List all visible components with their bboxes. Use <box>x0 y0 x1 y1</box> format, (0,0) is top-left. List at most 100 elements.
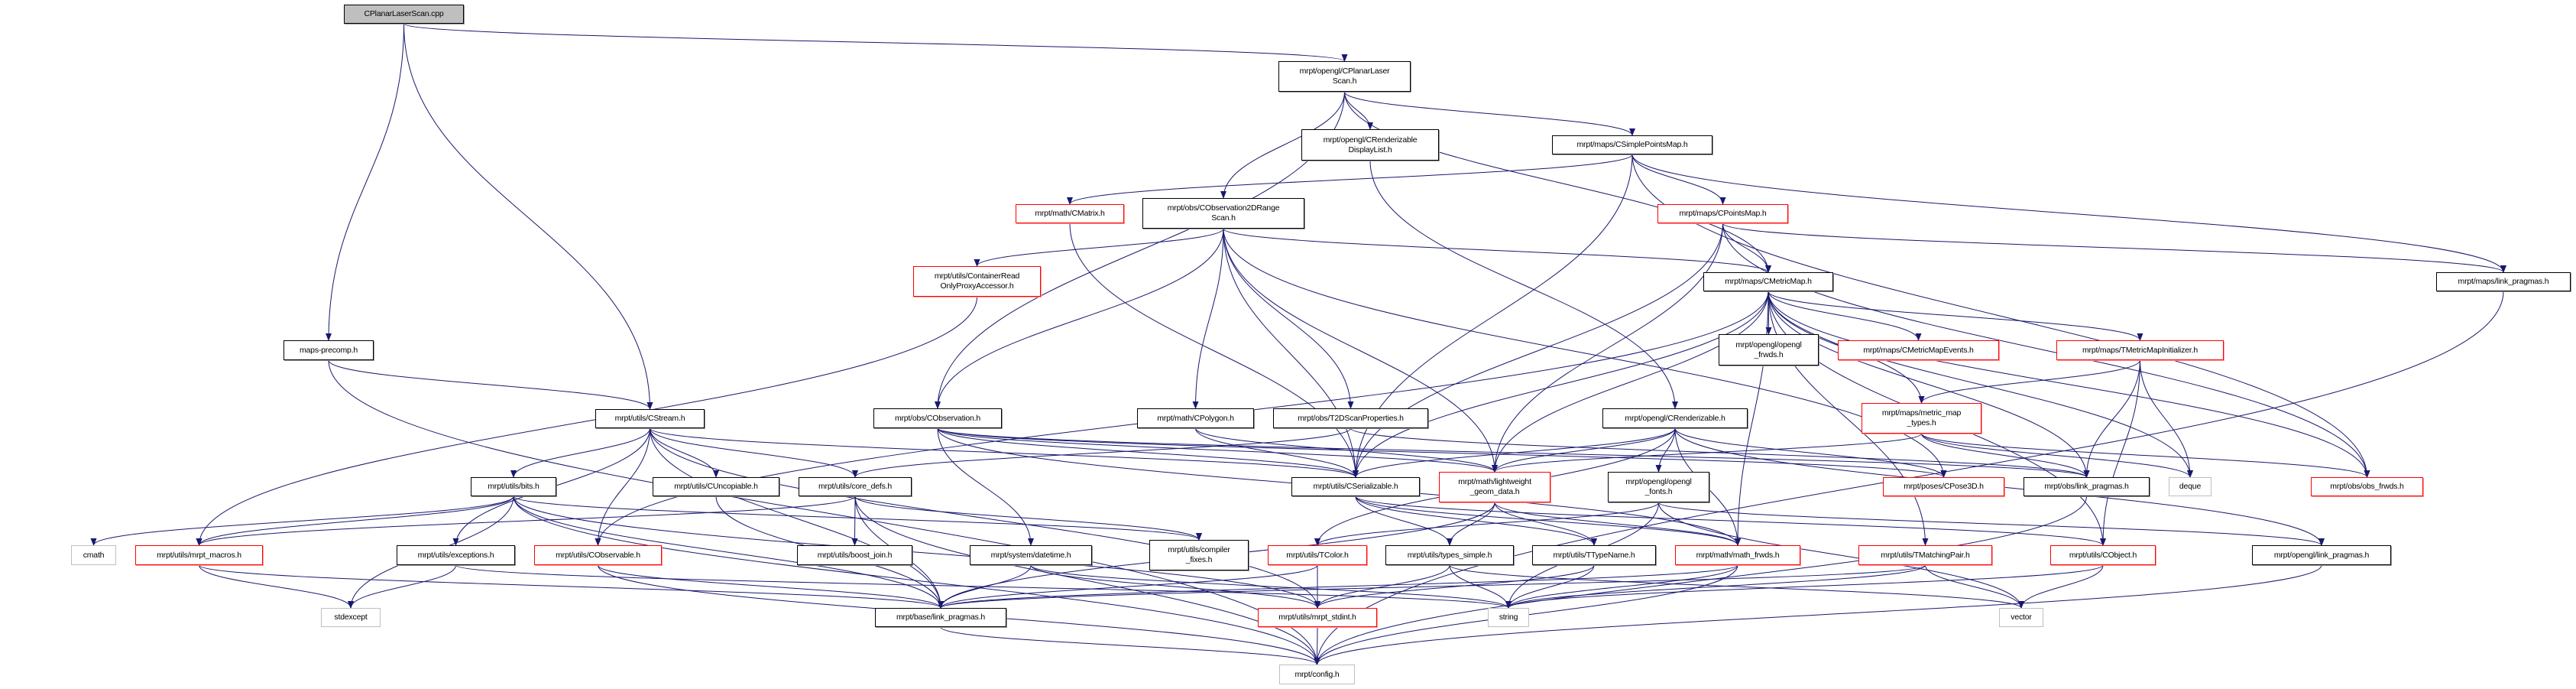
node-label: CPlanarLaserScan.cpp <box>364 9 444 18</box>
graph-node-cuncop[interactable]: mrpt/utils/CUncopiable.h <box>653 477 779 496</box>
node-label: mrpt/config.h <box>1294 669 1340 679</box>
graph-node-config[interactable]: mrpt/config.h <box>1279 665 1355 684</box>
graph-node-boostjoin[interactable]: mrpt/utils/boost_join.h <box>797 545 912 565</box>
node-label: mrpt/maps/link_pragmas.h <box>2458 277 2549 286</box>
graph-node-baselp[interactable]: mrpt/base/link_pragmas.h <box>875 608 1006 627</box>
edge-typessimple-to-stdint <box>1314 564 1450 609</box>
edge-datetime-to-stdint <box>1030 564 1320 609</box>
graph-node-cmetric[interactable]: mrpt/maps/CMetricMap.h <box>1703 272 1833 291</box>
graph-node-obsfrwds[interactable]: mrpt/obs/obs_frwds.h <box>2311 477 2423 496</box>
graph-node-cser[interactable]: mrpt/utils/CSerializable.h <box>1291 477 1420 496</box>
graph-node-glfonts[interactable]: mrpt/opengl/opengl_fonts.h <box>1608 472 1709 502</box>
graph-node-cobject[interactable]: mrpt/utils/CObject.h <box>2050 545 2156 565</box>
edge-cmetric-to-lwgeom <box>1492 291 1769 473</box>
graph-node-datetime[interactable]: mrpt/system/datetime.h <box>970 545 1092 565</box>
edge-cobs-to-lwgeom <box>937 427 1498 473</box>
graph-node-cmatrix[interactable]: mrpt/math/CMatrix.h <box>1016 204 1124 223</box>
edge-cobs2d-to-cmetric <box>1223 228 1771 273</box>
graph-node-lwgeom[interactable]: mrpt/math/lightweight_geom_data.h <box>1439 472 1550 502</box>
graph-node-deque[interactable]: deque <box>2169 477 2211 496</box>
edge-mmtypes-to-obslp <box>1921 433 2090 478</box>
edge-tmminit-to-obslp <box>2083 359 2140 478</box>
edge-mmtypes-to-deque <box>1921 433 2193 478</box>
graph-node-csimple[interactable]: mrpt/maps/CSimplePointsMap.h <box>1552 135 1712 154</box>
edge-csimple-to-cpoints <box>1631 154 1726 205</box>
node-label: mrpt/maps/CPointsMap.h <box>1679 209 1767 218</box>
graph-node-macros[interactable]: mrpt/utils/mrpt_macros.h <box>135 545 263 565</box>
graph-node-crend[interactable]: mrpt/opengl/CRenderizable.h <box>1602 408 1748 428</box>
graph-node-glfrwds[interactable]: mrpt/opengl/opengl_frwds.h <box>1719 334 1819 366</box>
edge-bits-to-stdint <box>513 496 1320 609</box>
node-label: mrpt/utils/types_simple.h <box>1407 550 1492 560</box>
graph-node-bits[interactable]: mrpt/utils/bits.h <box>471 477 556 496</box>
graph-node-typessimple[interactable]: mrpt/utils/types_simple.h <box>1385 545 1514 565</box>
graph-node-mapevents[interactable]: mrpt/maps/CMetricMapEvents.h <box>1838 340 1999 360</box>
graph-node-compfix[interactable]: mrpt/utils/compiler_fixes.h <box>1149 540 1249 570</box>
graph-node-obslp[interactable]: mrpt/obs/link_pragmas.h <box>2024 477 2150 496</box>
graph-node-stdexcept[interactable]: stdexcept <box>321 608 381 627</box>
graph-node-cpose3d[interactable]: mrpt/poses/CPose3D.h <box>1883 477 2004 496</box>
graph-node-mmtypes[interactable]: mrpt/maps/metric_map_types.h <box>1862 403 1981 434</box>
graph-node-cobs[interactable]: mrpt/obs/CObservation.h <box>873 408 1002 428</box>
graph-node-tmminit[interactable]: mrpt/maps/TMetricMapInitializer.h <box>2056 340 2224 360</box>
graph-node-stdint[interactable]: mrpt/utils/mrpt_stdint.h <box>1258 608 1377 627</box>
edge-macros-to-stdexcept <box>199 564 354 609</box>
graph-node-string[interactable]: string <box>1488 608 1529 627</box>
graph-node-cmath[interactable]: cmath <box>71 545 116 565</box>
edge-cobs2d-to-container <box>974 228 1224 267</box>
edge-cobs-to-datetime <box>937 427 1034 546</box>
graph-node-ttypename[interactable]: mrpt/utils/TTypeName.h <box>1532 545 1656 565</box>
graph-node-t2d[interactable]: mrpt/obs/T2DScanProperties.h <box>1273 408 1428 428</box>
node-label: Scan.h <box>1332 76 1357 86</box>
edge-cstream-to-baselp <box>650 427 944 609</box>
node-label: _fonts.h <box>1644 487 1673 496</box>
edge-cplanarh-to-csimple <box>1344 91 1635 136</box>
graph-node-mapslp[interactable]: mrpt/maps/link_pragmas.h <box>2436 272 2571 291</box>
node-label: mrpt/math/math_frwds.h <box>1696 550 1780 560</box>
edge-tmminit-to-mmtypes <box>1918 359 2140 404</box>
edge-cser-to-cobject <box>1355 496 2106 546</box>
graph-node-cpolygon[interactable]: mrpt/math/CPolygon.h <box>1137 408 1254 428</box>
edge-cmetric-to-deque <box>1768 291 2193 478</box>
graph-node-mathfrwds[interactable]: mrpt/math/math_frwds.h <box>1675 545 1800 565</box>
node-label: mrpt/utils/bits.h <box>488 482 540 491</box>
edge-ttypename-to-stdint <box>1314 564 1595 609</box>
edge-mapsprecomp-to-config <box>328 359 1320 665</box>
edge-container-to-macros <box>196 296 977 546</box>
node-label: mrpt/utils/CUncopiable.h <box>674 482 758 491</box>
node-label: _fixes.h <box>1185 555 1213 564</box>
edge-ttypename-to-string <box>1505 564 1595 609</box>
graph-node-tcolor[interactable]: mrpt/utils/TColor.h <box>1268 545 1367 565</box>
node-label: mrpt/utils/ContainerRead <box>934 271 1020 281</box>
node-label: mrpt/maps/CSimplePointsMap.h <box>1576 140 1688 149</box>
edge-typessimple-to-vector <box>1449 564 2024 609</box>
edge-coredefs-to-macros <box>196 496 856 546</box>
edge-t2d-to-coredefs <box>852 427 1351 478</box>
edge-csimple-to-mapslp <box>1631 154 2506 273</box>
edge-mmtypes-to-obsfrwds <box>1921 433 2370 478</box>
edge-cobs2d-to-cobs <box>935 228 1224 409</box>
graph-node-coredefs[interactable]: mrpt/utils/core_defs.h <box>799 477 912 496</box>
graph-node-cpoints[interactable]: mrpt/maps/CPointsMap.h <box>1657 204 1788 223</box>
edge-cobs2d-to-lwgeom <box>1223 228 1498 473</box>
graph-node-gllp[interactable]: mrpt/opengl/link_pragmas.h <box>2252 545 2391 565</box>
edge-cstream-to-stdint <box>650 427 1320 609</box>
graph-node-mapsprecomp[interactable]: maps-precomp.h <box>284 340 374 360</box>
node-label: cmath <box>83 550 105 560</box>
node-label: mrpt/opengl/link_pragmas.h <box>2273 550 2370 560</box>
node-label: mrpt/opengl/CRenderizable <box>1323 135 1418 145</box>
edge-cobject-to-string <box>1505 564 2104 609</box>
node-label: mrpt/maps/TMetricMapInitializer.h <box>2082 345 2198 355</box>
graph-node-tmatch[interactable]: mrpt/utils/TMatchingPair.h <box>1858 545 1992 565</box>
edge-cplanarh-to-cmetric <box>1344 91 1771 273</box>
graph-node-cobservable[interactable]: mrpt/utils/CObservable.h <box>534 545 662 565</box>
graph-node-vector[interactable]: vector <box>1999 608 2043 627</box>
graph-node-exceptions[interactable]: mrpt/utils/exceptions.h <box>397 545 515 565</box>
edge-coredefs-to-boostjoin <box>851 496 858 546</box>
node-label: Scan.h <box>1211 213 1236 223</box>
graph-node-cstream[interactable]: mrpt/utils/CStream.h <box>595 409 705 428</box>
